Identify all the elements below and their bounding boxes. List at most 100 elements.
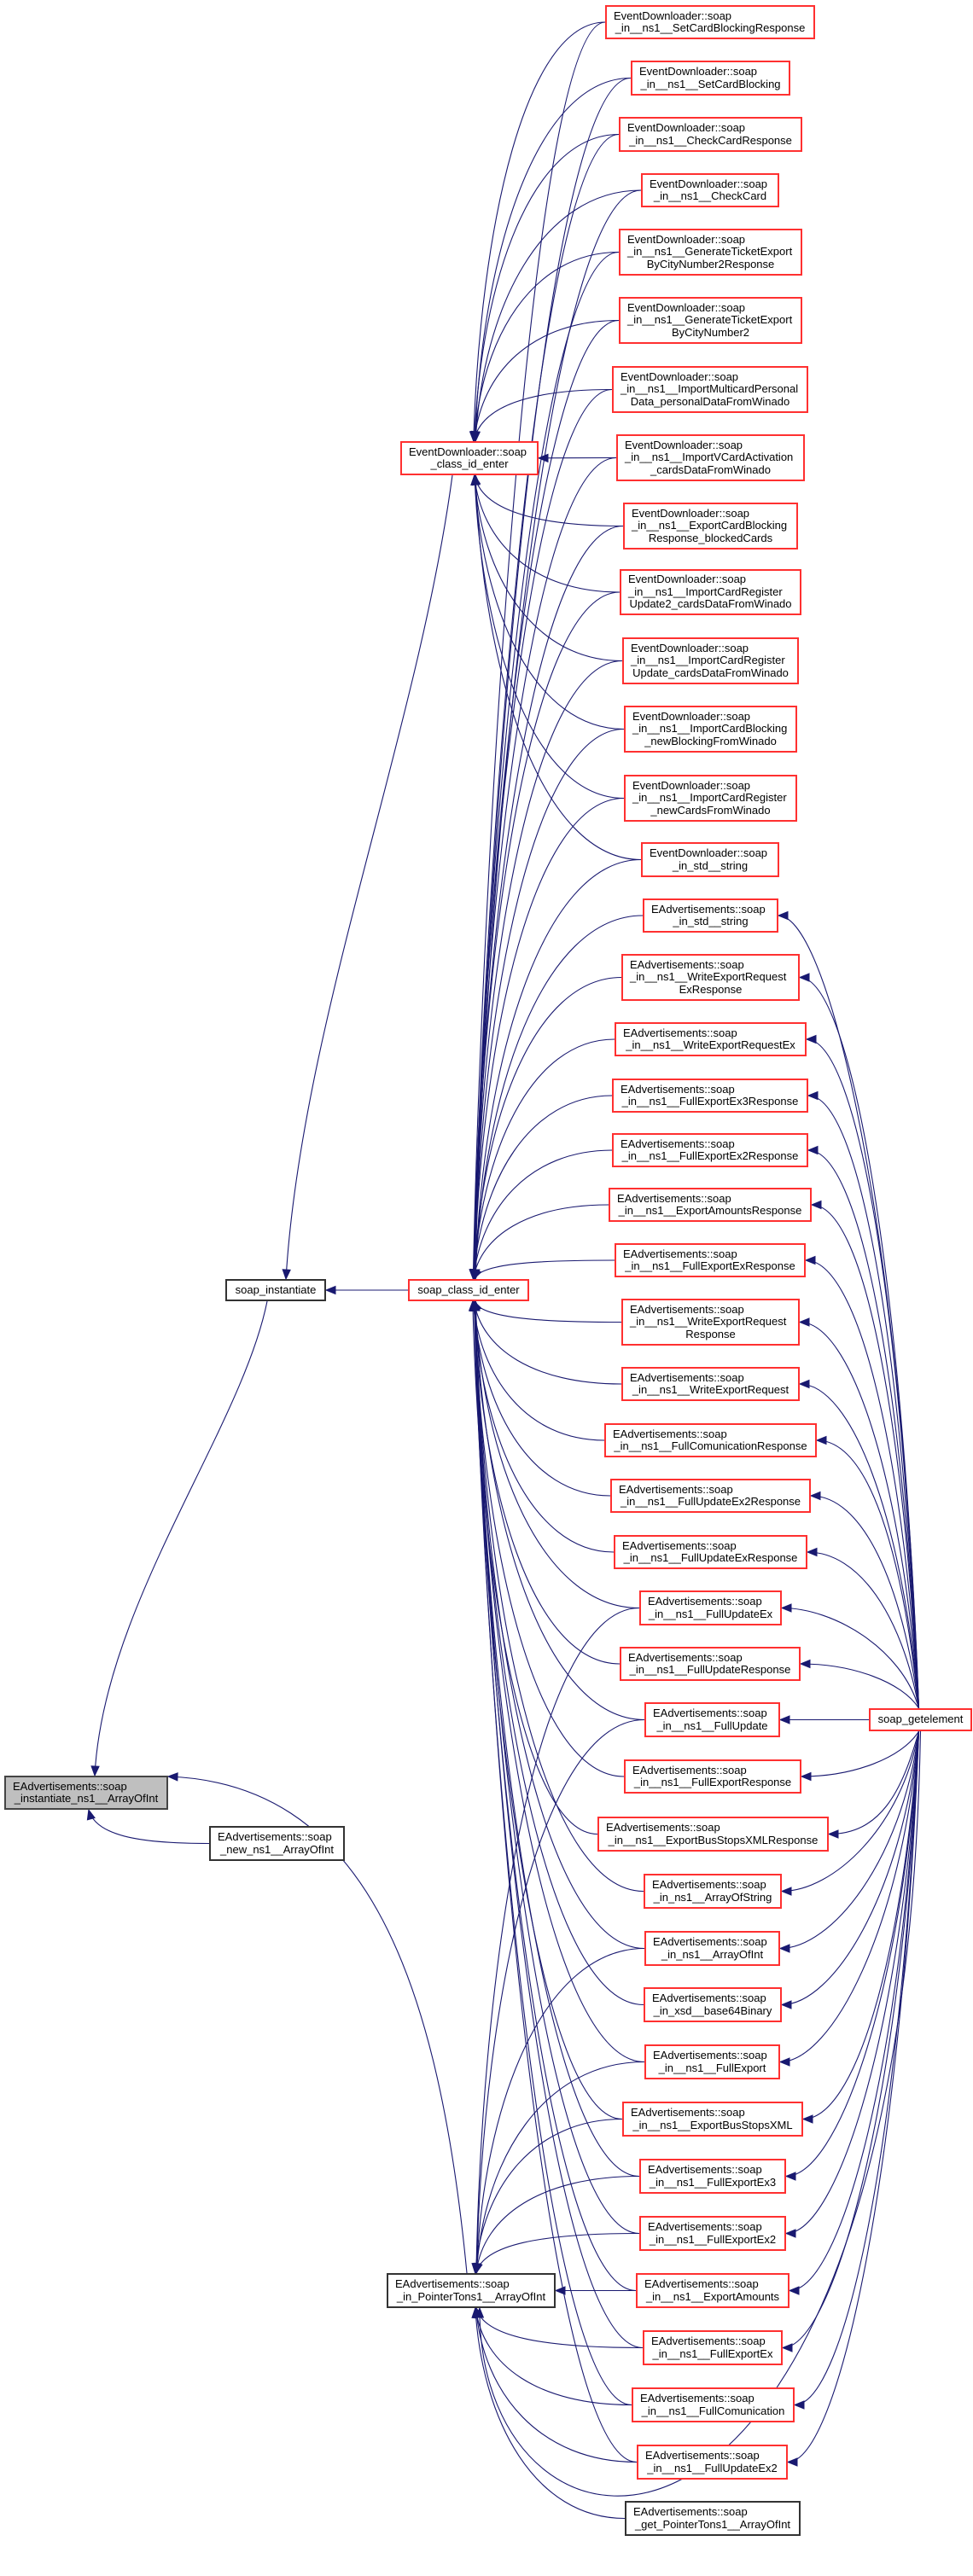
call-edge bbox=[475, 2061, 645, 2274]
graph-node-eadvertisements-soap-in-ns1-arrayofstring[interactable]: EAdvertisements::soap_in_ns1__ArrayOfStr… bbox=[644, 1874, 782, 1909]
graph-node-eadvertisements-soap-in-ns1-fullexportexresponse[interactable]: EAdvertisements::soap_in__ns1__FullExpor… bbox=[615, 1243, 806, 1277]
graph-node-soap-getelement[interactable]: soap_getelement bbox=[869, 1708, 972, 1731]
node-label-line: EAdvertisements::soap bbox=[644, 2277, 759, 2290]
call-edge bbox=[473, 21, 606, 442]
arrowhead-icon bbox=[778, 1715, 790, 1724]
call-edge bbox=[475, 2232, 640, 2274]
graph-node-eadvertisements-soap-in-ns1-fullcomunicationresponse[interactable]: EAdvertisements::soap_in__ns1__FullComun… bbox=[604, 1423, 817, 1457]
node-label-line: EAdvertisements::soap bbox=[623, 1026, 737, 1039]
node-label-line: _newCardsFromWinado bbox=[650, 803, 771, 817]
call-edge bbox=[801, 1730, 919, 1777]
graph-node-eadvertisements-soap-in-ns1-fullexportex[interactable]: EAdvertisements::soap_in__ns1__FullExpor… bbox=[643, 2330, 783, 2365]
graph-node-eventdownloader-soap-in-ns1-importcardregisterupdate2-cardsdatafromwinado[interactable]: EventDownloader::soap_in__ns1__ImportCar… bbox=[620, 569, 801, 615]
arrowhead-icon bbox=[777, 910, 789, 921]
node-label-line: EventDownloader::soap bbox=[632, 506, 750, 520]
graph-node-eadvertisements-soap-in-ns1-fullexportex3response[interactable]: EAdvertisements::soap_in__ns1__FullExpor… bbox=[612, 1079, 808, 1113]
arrowhead-icon bbox=[780, 1887, 792, 1896]
graph-node-eventdownloader-soap-in-ns1-generateticketexportbycitynumber2response[interactable]: EventDownloader::soap_in__ns1__GenerateT… bbox=[619, 229, 802, 276]
graph-node-eadvertisements-soap-in-xsd-base64binary[interactable]: EAdvertisements::soap_in_xsd__base64Bina… bbox=[644, 1987, 782, 2022]
arrowhead-icon bbox=[806, 1547, 818, 1557]
graph-node-soap-class-id-enter[interactable]: soap_class_id_enter bbox=[408, 1279, 529, 1301]
call-edge bbox=[475, 2307, 632, 2406]
graph-node-eadvertisements-soap-in-ns1-exportamountsresponse[interactable]: EAdvertisements::soap_in__ns1__ExportAmo… bbox=[609, 1188, 812, 1222]
call-edge bbox=[474, 1300, 625, 1777]
graph-node-eventdownloader-soap-in-ns1-importcardblocking-newblockingfromwinado[interactable]: EventDownloader::soap_in__ns1__ImportCar… bbox=[624, 706, 797, 753]
graph-node-eventdownloader-soap-in-ns1-setcardblocking[interactable]: EventDownloader::soap_in__ns1__SetCardBl… bbox=[631, 61, 790, 96]
graph-node-eventdownloader-soap-in-ns1-importcardregister-newcardsfromwinado[interactable]: EventDownloader::soap_in__ns1__ImportCar… bbox=[624, 775, 797, 822]
arrowhead-icon bbox=[778, 1944, 790, 1953]
graph-node-eadvertisements-soap-instantiate-ns1-arrayofint[interactable]: EAdvertisements::soap_instantiate_ns1__A… bbox=[4, 1776, 168, 1810]
graph-node-eadvertisements-soap-in-ns1-fullupdateex[interactable]: EAdvertisements::soap_in__ns1__FullUpdat… bbox=[639, 1590, 782, 1625]
graph-node-eventdownloader-soap-in-ns1-checkcard[interactable]: EventDownloader::soap_in__ns1__CheckCard bbox=[641, 173, 779, 207]
arrowhead-icon bbox=[86, 1808, 96, 1821]
graph-node-eadvertisements-soap-in-ns1-fullupdateexresponse[interactable]: EAdvertisements::soap_in__ns1__FullUpdat… bbox=[614, 1535, 807, 1569]
call-edge bbox=[474, 319, 620, 442]
graph-node-eadvertisements-soap-new-ns1-arrayofint[interactable]: EAdvertisements::soap_new_ns1__ArrayOfIn… bbox=[209, 1826, 345, 1861]
call-edge bbox=[473, 1095, 613, 1280]
graph-node-eadvertisements-soap-in-ns1-fullexportex2[interactable]: EAdvertisements::soap_in__ns1__FullExpor… bbox=[639, 2216, 786, 2251]
graph-node-eadvertisements-soap-in-ns1-fullupdateresponse[interactable]: EAdvertisements::soap_in__ns1__FullUpdat… bbox=[620, 1647, 801, 1681]
node-label-line: EAdvertisements::soap bbox=[395, 2277, 510, 2290]
call-edge bbox=[785, 1730, 920, 2178]
graph-node-eventdownloader-soap-class-id-enter[interactable]: EventDownloader::soap_class_id_enter bbox=[400, 441, 539, 475]
graph-node-eadvertisements-soap-in-ns1-writeexportrequestresponse[interactable]: EAdvertisements::soap_in__ns1__WriteExpo… bbox=[621, 1299, 800, 1346]
node-label-line: soap_getelement bbox=[877, 1712, 964, 1726]
graph-node-eventdownloader-soap-in-ns1-importvcardactivation-cardsdatafromwinado[interactable]: EventDownloader::soap_in__ns1__ImportVCa… bbox=[616, 434, 805, 481]
graph-node-eventdownloader-soap-in-ns1-importmulticardpersonaldata-personaldatafromwinado[interactable]: EventDownloader::soap_in__ns1__ImportMul… bbox=[612, 366, 808, 413]
graph-node-eventdownloader-soap-in-ns1-generateticketexportbycitynumber2[interactable]: EventDownloader::soap_in__ns1__GenerateT… bbox=[619, 297, 802, 344]
node-label-line: _in__ns1__FullExportEx2 bbox=[649, 2232, 777, 2246]
graph-node-eventdownloader-soap-in-ns1-checkcardresponse[interactable]: EventDownloader::soap_in__ns1__CheckCard… bbox=[619, 117, 802, 152]
graph-node-eventdownloader-soap-in-std-string[interactable]: EventDownloader::soap_in_std__string bbox=[641, 842, 779, 877]
graph-node-eadvertisements-soap-in-ns1-fullupdateex2response[interactable]: EAdvertisements::soap_in__ns1__FullUpdat… bbox=[610, 1479, 811, 1513]
arrowhead-icon bbox=[784, 2172, 796, 2181]
graph-node-eventdownloader-soap-in-ns1-setcardblockingresponse[interactable]: EventDownloader::soap_in__ns1__SetCardBl… bbox=[605, 5, 815, 39]
graph-node-eadvertisements-soap-in-ns1-writeexportrequestex[interactable]: EAdvertisements::soap_in__ns1__WriteExpo… bbox=[615, 1022, 807, 1056]
graph-node-eadvertisements-soap-in-ns1-exportbusstopsxml[interactable]: EAdvertisements::soap_in__ns1__ExportBus… bbox=[622, 2102, 803, 2137]
call-edge bbox=[828, 1730, 920, 1835]
graph-node-eadvertisements-soap-in-ns1-writeexportrequest[interactable]: EAdvertisements::soap_in__ns1__WriteExpo… bbox=[621, 1367, 800, 1401]
node-label-line: EAdvertisements::soap bbox=[640, 2392, 755, 2404]
graph-node-eadvertisements-soap-in-ns1-fullexport[interactable]: EAdvertisements::soap_in__ns1__FullExpor… bbox=[644, 2044, 780, 2079]
call-edge bbox=[473, 251, 620, 1280]
graph-node-eadvertisements-soap-in-ns1-fullupdateex2[interactable]: EAdvertisements::soap_in__ns1__FullUpdat… bbox=[637, 2445, 788, 2480]
node-label-line: soap_class_id_enter bbox=[417, 1282, 520, 1296]
graph-node-eadvertisements-soap-in-ns1-fullupdate[interactable]: EAdvertisements::soap_in__ns1__FullUpdat… bbox=[644, 1702, 780, 1737]
graph-node-eadvertisements-soap-in-ns1-exportbusstopsxmlresponse[interactable]: EAdvertisements::soap_in__ns1__ExportBus… bbox=[597, 1817, 829, 1852]
call-edge bbox=[475, 1607, 640, 2274]
graph-node-soap-instantiate[interactable]: soap_instantiate bbox=[225, 1279, 326, 1301]
arrowhead-icon bbox=[786, 2457, 798, 2467]
node-label-line: EventDownloader::soap bbox=[409, 445, 527, 458]
arrowhead-icon bbox=[800, 1771, 812, 1782]
node-label-line: soap_instantiate bbox=[235, 1282, 317, 1296]
node-label-line: _in__ns1__ImportCardBlocking bbox=[632, 722, 788, 736]
call-edge bbox=[799, 1383, 920, 1709]
node-label-line: EAdvertisements::soap bbox=[628, 1650, 743, 1664]
call-edge bbox=[88, 1809, 210, 1845]
call-edge bbox=[475, 2307, 644, 2349]
graph-node-eventdownloader-soap-in-ns1-exportcardblockingresponse-blockedcards[interactable]: EventDownloader::soap_in__ns1__ExportCar… bbox=[623, 503, 798, 550]
node-label-line: _in_std__string bbox=[673, 915, 749, 927]
graph-node-eadvertisements-soap-in-ns1-exportamounts[interactable]: EAdvertisements::soap_in__ns1__ExportAmo… bbox=[636, 2273, 789, 2308]
graph-node-eadvertisements-soap-in-ns1-fullexportex3[interactable]: EAdvertisements::soap_in__ns1__FullExpor… bbox=[639, 2159, 786, 2194]
node-label-line: EAdvertisements::soap bbox=[633, 2505, 748, 2518]
graph-node-eadvertisements-soap-in-std-string[interactable]: EAdvertisements::soap_in_std__string bbox=[643, 898, 778, 933]
graph-node-eadvertisements-soap-in-ns1-arrayofint[interactable]: EAdvertisements::soap_in_ns1__ArrayOfInt bbox=[644, 1931, 780, 1966]
call-edge bbox=[475, 1300, 645, 1950]
node-label-line: EAdvertisements::soap bbox=[613, 1427, 727, 1440]
graph-node-eadvertisements-soap-in-ns1-fullcomunication[interactable]: EAdvertisements::soap_in__ns1__FullComun… bbox=[632, 2387, 795, 2422]
graph-node-eadvertisements-soap-in-pointertons1-arrayofint[interactable]: EAdvertisements::soap_in_PointerTons1__A… bbox=[387, 2273, 556, 2308]
node-label-line: _in__ns1__FullUpdate bbox=[656, 1718, 768, 1732]
graph-node-eadvertisements-soap-get-pointertons1-arrayofint[interactable]: EAdvertisements::soap_get_PointerTons1__… bbox=[625, 2501, 801, 2536]
graph-node-eadvertisements-soap-in-ns1-fullexportex2response[interactable]: EAdvertisements::soap_in__ns1__FullExpor… bbox=[612, 1133, 808, 1167]
node-label-line: _in_PointerTons1__ArrayOfInt bbox=[396, 2289, 546, 2303]
graph-node-eadvertisements-soap-in-ns1-writeexportrequestexresponse[interactable]: EAdvertisements::soap_in__ns1__WriteExpo… bbox=[621, 954, 800, 1001]
arrowhead-icon bbox=[807, 1090, 819, 1101]
node-label-line: EventDownloader::soap bbox=[639, 65, 758, 78]
graph-node-eventdownloader-soap-in-ns1-importcardregisterupdate-cardsdatafromwinado[interactable]: EventDownloader::soap_in__ns1__ImportCar… bbox=[622, 637, 799, 684]
node-label-line: EAdvertisements::soap bbox=[648, 1595, 762, 1608]
node-label-line: EAdvertisements::soap bbox=[651, 2335, 766, 2347]
node-label-line: EventDownloader::soap bbox=[631, 641, 749, 654]
node-label-line: EventDownloader::soap bbox=[627, 300, 746, 314]
graph-node-eadvertisements-soap-in-ns1-fullexportresponse[interactable]: EAdvertisements::soap_in__ns1__FullExpor… bbox=[624, 1759, 801, 1794]
